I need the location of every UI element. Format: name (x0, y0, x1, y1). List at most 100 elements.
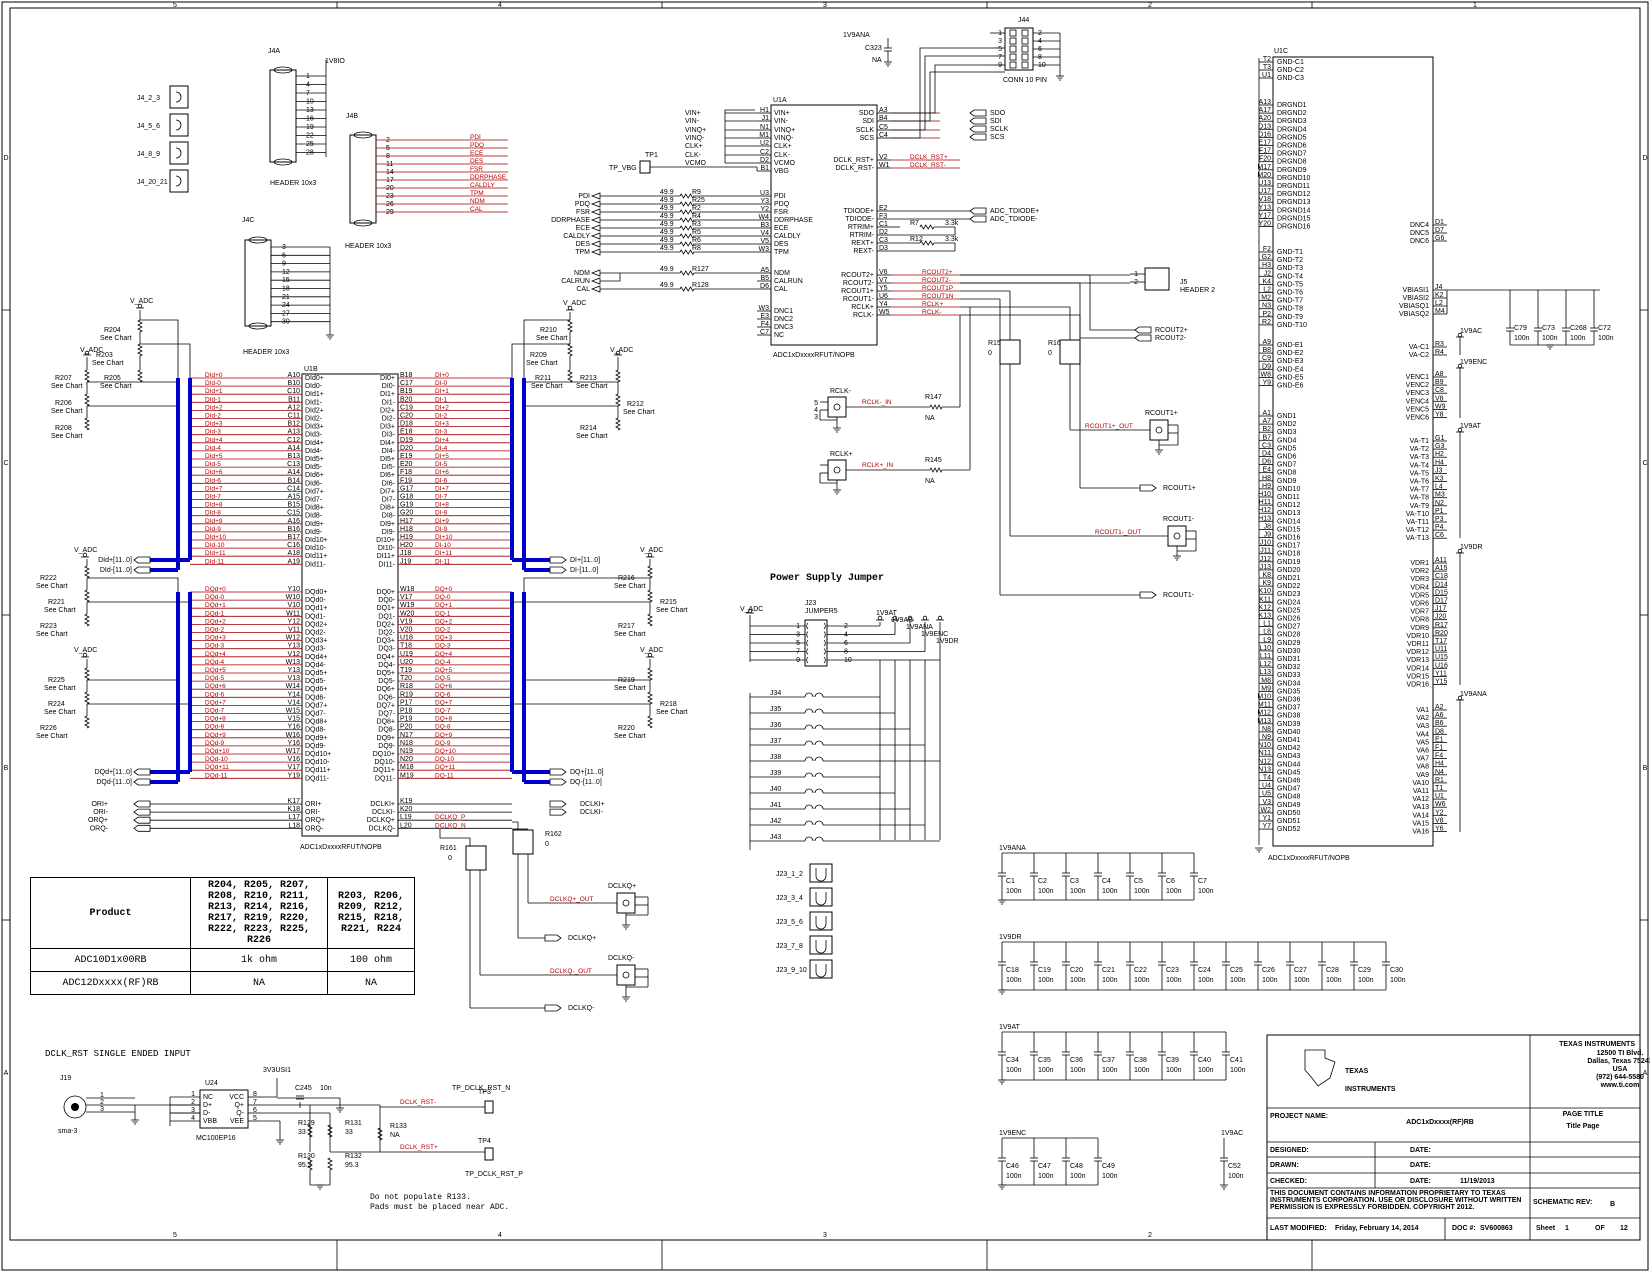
net-label: RCOUT1+_OUT (1085, 423, 1133, 430)
pin-number: N4 (1435, 769, 1444, 776)
rail-label: 1V9DR (999, 934, 1022, 941)
jumper-link (806, 656, 809, 664)
cap-value: 100n (1570, 335, 1586, 342)
wire (600, 273, 621, 282)
jumper-body (169, 85, 189, 109)
pin-name: RCLK- (853, 312, 875, 319)
cap-ref: C52 (1228, 1163, 1241, 1170)
pin-number: V15 (288, 716, 301, 723)
pin-number: F4 (761, 321, 769, 328)
pin-name: DQd10+ (305, 751, 331, 758)
project-name: ADC1xDxxxx(RF)RB (1406, 1119, 1474, 1126)
bus-label: DI-[11..0] (570, 567, 598, 574)
pin-name: DId0+ (305, 375, 324, 382)
pin-number: E17 (1259, 140, 1272, 147)
net-label: DQ-11 (435, 772, 454, 779)
pin-name: GND-E1 (1277, 342, 1304, 349)
cap-value: 100n (1294, 977, 1310, 984)
pin-number: D20 (400, 445, 413, 452)
pin-name: CALDLY (774, 233, 801, 240)
value-a: 1k ohm (190, 948, 328, 972)
testpoint-body (484, 1147, 494, 1161)
pin-name: RCOUT2- (843, 280, 875, 287)
pin-number: Y3 (760, 198, 769, 205)
pin-name: VENC6 (1406, 415, 1429, 422)
cap-ref: C49 (1102, 1163, 1115, 1170)
pin-name: DQ11+ (373, 767, 395, 774)
pin-name: GND-E2 (1277, 350, 1304, 357)
net-label: V_ADC (74, 647, 97, 654)
pin-number: D18 (400, 421, 413, 428)
pin-name: DId5- (305, 464, 323, 471)
resistor-ref: R224 (48, 701, 65, 708)
pin-number: K3 (1435, 476, 1444, 483)
header-pin (1009, 37, 1017, 45)
tp4-ref: TP4 (478, 1138, 491, 1145)
pin-name: DQd3- (305, 646, 326, 653)
pin-name: VENC1 (1406, 374, 1429, 381)
pin-number: W9 (1435, 403, 1446, 410)
pin-number: G3 (1435, 443, 1444, 450)
pin-number: V10 (288, 602, 301, 609)
supply-symbol (877, 615, 883, 621)
pin-number: H2 (1435, 451, 1444, 458)
pin-name: DQd9+ (305, 735, 327, 742)
net-label: DCLK_RST+ (910, 154, 948, 161)
resistor-value: See Chart (51, 433, 83, 440)
resistor-ref: R219 (618, 677, 635, 684)
pin-number: V17 (288, 764, 301, 771)
pin-number: 29 (386, 209, 394, 216)
net-label: DQ+5 (435, 667, 453, 674)
jumper-link (806, 639, 809, 647)
pin-number: A10 (288, 372, 301, 379)
pin-name: ECE (774, 225, 789, 232)
j4b-label: HEADER 10x3 (345, 243, 391, 250)
pin-number: B12 (288, 421, 301, 428)
pin-number: U15 (1435, 654, 1448, 661)
pin-name: RCLK+ (851, 304, 874, 311)
pin-number: V8 (1435, 395, 1444, 402)
resistor-value: See Chart (656, 709, 688, 716)
pin-name: GND30 (1277, 648, 1300, 655)
resistor-ref: R218 (660, 701, 677, 708)
cap-ref: C39 (1166, 1057, 1179, 1064)
pin-number: 7 (253, 1099, 257, 1106)
net-label: TPM (470, 190, 484, 197)
pin-name: GND-T7 (1277, 298, 1303, 305)
pin-number: D19 (400, 437, 413, 444)
jumper-link (814, 740, 824, 746)
u1b-ref: U1B (304, 366, 318, 373)
pin-number: R2 (1262, 319, 1271, 326)
pin-number: K13 (1259, 613, 1272, 620)
pin-number: 3 (796, 632, 800, 639)
resistor (137, 343, 143, 357)
pin-number: R1 (1435, 777, 1444, 784)
pin-number: C8 (1435, 387, 1444, 394)
net-label: DQ+8 (435, 716, 453, 723)
pin-number: A13 (288, 429, 301, 436)
supply-symbol (647, 552, 653, 558)
pin-name: GND27 (1277, 624, 1300, 631)
pin-number: D14 (1435, 581, 1448, 588)
pin-number: N11 (1259, 750, 1271, 757)
pin-name: VA-T8 (1410, 495, 1429, 502)
resistor-ref: R203 (96, 352, 113, 359)
pin-number: W16 (286, 732, 301, 739)
pin-number: E4 (1262, 467, 1271, 474)
pin-name: VDR8 (1410, 617, 1429, 624)
pin-name: TDIODE- (845, 216, 874, 223)
pin-number: 1 (1134, 271, 1138, 278)
u1a-body (770, 104, 878, 346)
pin-name: DQ5+ (377, 670, 395, 677)
u1c-body (1272, 56, 1434, 847)
pin-number: V2 (879, 154, 888, 161)
pin-number: M18 (400, 764, 414, 771)
pin-name: VA-T11 (1406, 519, 1429, 526)
pin-name: DQ7- (378, 711, 395, 718)
header-pin (1021, 53, 1029, 61)
wire (140, 343, 191, 378)
product-name: ADC10D1x00RB (30, 948, 191, 972)
net-label: DQd+0 (205, 586, 226, 593)
pin-number: H18 (400, 526, 413, 533)
pin-name: FSR (774, 209, 788, 216)
